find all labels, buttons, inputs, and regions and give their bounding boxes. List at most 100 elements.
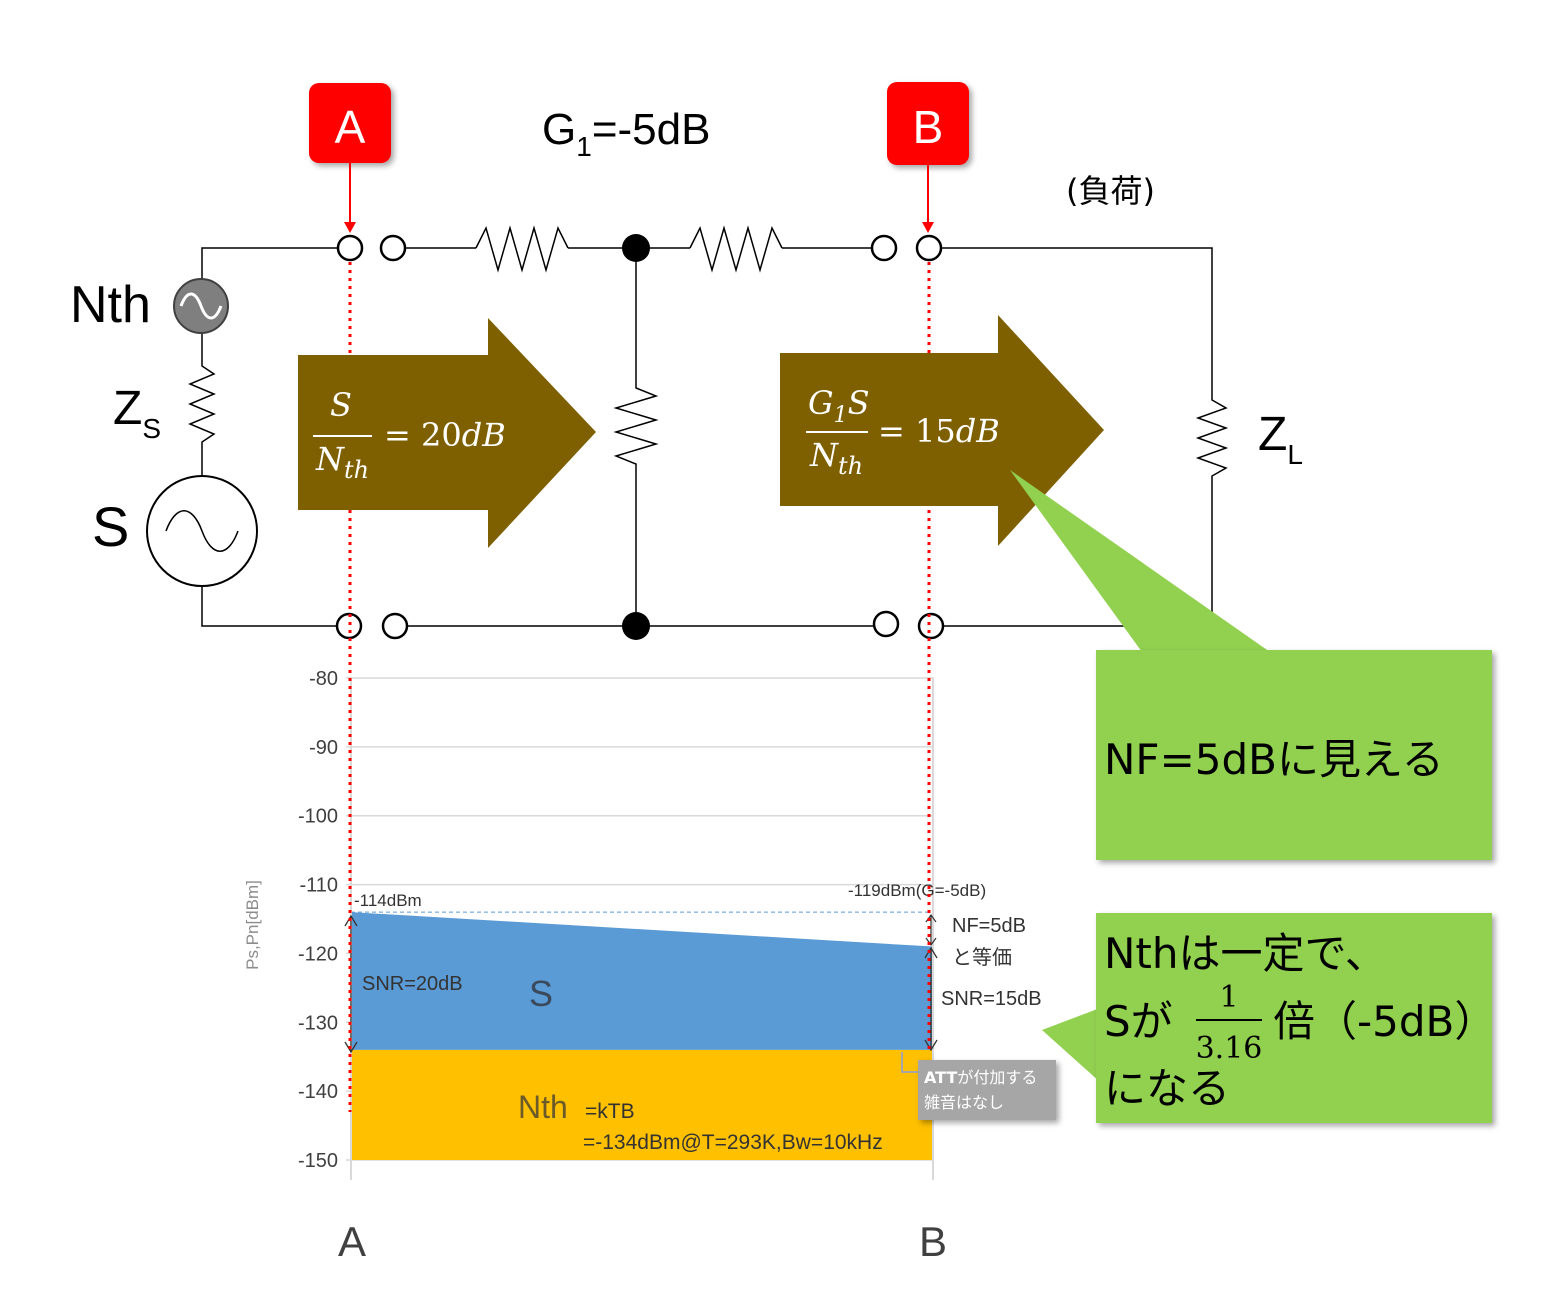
chart-y-ticks: -80 -90 -100 -110 -120 -130 -140 -150 (298, 668, 338, 1172)
source-wire-top (201, 247, 341, 280)
arrow-b-numerator: G1S (808, 384, 869, 428)
marker-a-label: A (335, 101, 366, 153)
nth-callout-frac-num: 1 (1219, 980, 1238, 1015)
terminal-a-bottom (335, 612, 363, 640)
arrow-b-rhs: = 15dB (878, 412, 1000, 450)
zl-label: ZL (1258, 408, 1303, 470)
arrow-a-denominator: Nth (315, 440, 369, 484)
signal-source-symbol (146, 475, 258, 587)
y-tick-label: -90 (309, 737, 338, 759)
y-tick-label: -100 (298, 806, 338, 828)
y-tick-label: -140 (298, 1081, 338, 1103)
marker-a: A (309, 83, 391, 233)
nth-value-label: =-134dBm@T=293K,Bw=10kHz (583, 1131, 883, 1154)
shunt-resistor (613, 382, 659, 470)
series-resistor-1 (475, 225, 569, 273)
zs-label: ZS (113, 382, 161, 444)
arrow-b-rhs-value: = 15 (878, 412, 956, 450)
chart-y-axis-label: Ps,Pn[dBm] (243, 880, 262, 970)
arrow-a-rhs-unit: dB (462, 416, 506, 454)
svg-text:ATTが付加する: ATTが付加する (924, 1068, 1037, 1087)
arrow-a-numerator: S (330, 386, 352, 424)
signal-sine-icon (165, 510, 239, 552)
y-tick-label: -110 (299, 875, 338, 897)
b-level-label: -119dBm(G=-5dB) (848, 881, 986, 900)
arrow-b-rhs-unit: dB (956, 412, 1000, 450)
series-resistor-2 (689, 225, 783, 273)
load-wire-top (941, 247, 1213, 392)
nth-callout-line1: Nthは一定で、 (1104, 929, 1387, 978)
snr-b-label: SNR=15dB (941, 988, 1042, 1010)
junction-top (622, 234, 650, 262)
nth-area (351, 1049, 933, 1160)
a-level-label: -114dBm (354, 891, 422, 910)
arrow-a-den-main: N (315, 440, 345, 478)
arrow-b-num-sub: 1 (834, 403, 848, 428)
noise-source-symbol (173, 278, 229, 334)
terminal-b-top (915, 234, 943, 262)
gain-sub: 1 (576, 131, 592, 162)
nth-callout-frac-den: 3.16 (1196, 1031, 1263, 1066)
nf-callout: NF=5dBに見える (1010, 470, 1492, 860)
nth-ktb-label: =kTB (585, 1100, 635, 1123)
terminal-3-top (870, 234, 898, 262)
terminal-2-bottom (381, 612, 409, 640)
terminal-a-top (336, 234, 364, 262)
y-tick-label: -120 (298, 943, 338, 965)
noise-sine-icon (179, 292, 223, 320)
terminals (335, 234, 945, 640)
att-note: ATTが付加する 雑音はなし (901, 1052, 1056, 1120)
circuit (188, 225, 1229, 627)
marker-b-label: B (913, 101, 944, 153)
arrow-b-denominator: Nth (809, 436, 863, 480)
snr-b-arrow (924, 946, 938, 1052)
marker-b: B (887, 82, 969, 233)
load-label: (負荷) (1066, 172, 1155, 210)
s-series-label: S (529, 973, 553, 1014)
gain-value: =-5dB (592, 105, 711, 154)
att-note-line2: 雑音はなし (924, 1093, 1004, 1112)
terminal-3-bottom (872, 610, 900, 638)
terminal-2-top (379, 234, 407, 262)
arrow-b-num-main: G (808, 384, 834, 422)
nth-callout-s: Sが (1104, 997, 1173, 1046)
att-note-bold: ATT (924, 1068, 957, 1087)
power-level-chart: -80 -90 -100 -110 -120 -130 -140 -150 Ps,Pn[dBm… (243, 668, 1056, 1265)
source-wire-bottom (201, 586, 341, 627)
arrow-a-rhs: = 20dB (384, 416, 506, 454)
nth-callout: Nthは一定で、 Sが 1 3.16 倍（-5dB） になる (1042, 913, 1496, 1123)
y-tick-label: -130 (298, 1012, 338, 1034)
snr-arrow-a: S Nth = 20dB (298, 318, 596, 548)
arrow-b-num-tail: S (848, 384, 870, 422)
category-b-label: B (919, 1218, 947, 1265)
arrow-b-den-sub: th (838, 452, 863, 480)
att-note-rest: が付加する (957, 1068, 1037, 1087)
nth-source-label: Nth (70, 276, 151, 334)
nth-series-label: Nth (518, 1089, 568, 1125)
gain-label: G1=-5dB (542, 105, 710, 162)
zl-sub: L (1287, 439, 1303, 470)
gain-main: G (542, 105, 576, 154)
zs-sub: S (142, 413, 161, 444)
nf-equivalent-label-2: と等価 (952, 945, 1012, 969)
arrow-a-rhs-value: = 20 (384, 416, 462, 454)
nth-callout-line3: になる (1104, 1064, 1230, 1113)
zl-resistor (1195, 392, 1229, 482)
nth-callout-bai: 倍（-5dB） (1273, 997, 1496, 1046)
s-source-label: S (92, 495, 129, 558)
terminal-b-bottom (917, 612, 945, 640)
nf-equivalent-label: NF=5dB (952, 915, 1026, 937)
zs-main: Z (113, 382, 142, 435)
arrow-a-den-sub: th (344, 456, 369, 484)
y-tick-label: -80 (309, 668, 338, 690)
y-tick-label: -150 (298, 1150, 338, 1172)
zl-main: Z (1258, 408, 1287, 461)
arrow-b-den-main: N (809, 436, 839, 474)
s-area (351, 912, 933, 1050)
category-a-label: A (338, 1218, 366, 1265)
junction-bottom (622, 612, 650, 640)
snr-a-label: SNR=20dB (362, 973, 463, 995)
snr-arrow-b: G1S Nth = 15dB (780, 315, 1104, 546)
zs-resistor (188, 356, 216, 476)
